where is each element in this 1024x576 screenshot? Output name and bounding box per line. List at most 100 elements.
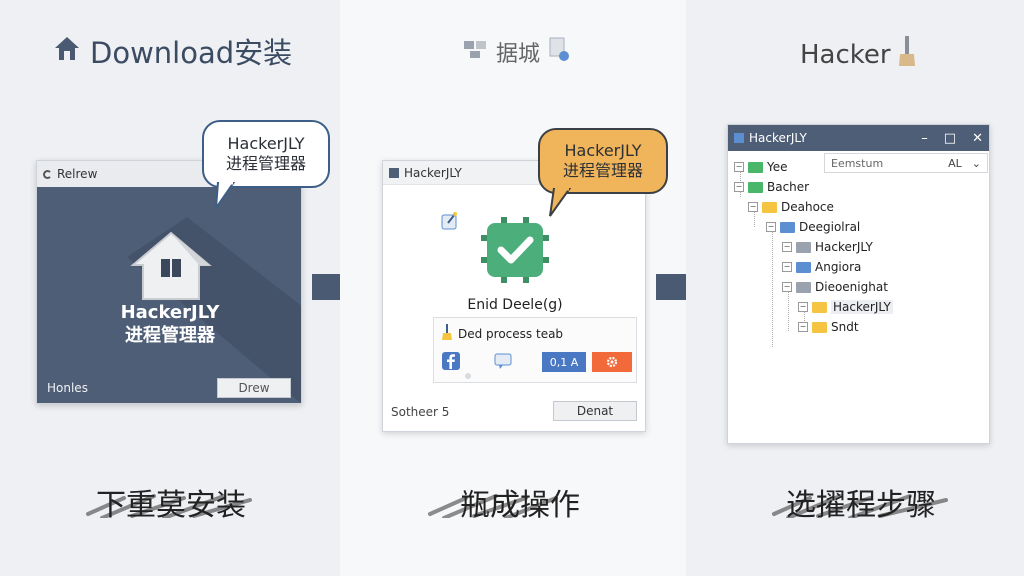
tree-item-label: Dieoenighat (815, 280, 888, 294)
folder-icon (762, 201, 777, 213)
tree-item-selected[interactable]: − HackerJLY (798, 298, 893, 316)
expand-icon[interactable]: − (782, 262, 792, 272)
tree-item-label: HackerJLY (831, 300, 893, 314)
expand-icon[interactable]: − (798, 322, 808, 332)
folder-icon (796, 241, 811, 253)
bubble1-tail (214, 182, 236, 212)
home-icon (52, 33, 82, 70)
process-panel-title: Ded process teab (442, 324, 563, 343)
window-app-icon (734, 133, 744, 143)
gear-icon (606, 353, 618, 372)
speech-bubble-1: HackerJLY 进程管理器 (202, 120, 330, 188)
expand-icon[interactable]: − (798, 302, 808, 312)
panel1-heading-text: Download安装 (90, 36, 293, 70)
network-icon (462, 38, 488, 66)
expand-icon[interactable]: − (748, 202, 758, 212)
tree-window-title: HackerJLY (749, 131, 807, 145)
tree-search-placeholder: Eemstum (831, 156, 884, 170)
process-button[interactable]: Denat (553, 401, 637, 421)
scribble-mark (86, 494, 252, 518)
close-icon[interactable]: ✕ (972, 130, 983, 146)
tree-guide (772, 227, 773, 347)
process-status: Sotheer 5 (391, 405, 450, 419)
chevron-down-icon[interactable]: ⌄ (971, 156, 981, 170)
tree-item[interactable]: − Sndt (798, 318, 859, 336)
tree-guide (754, 207, 755, 227)
window-app-icon (389, 167, 399, 178)
installer-button[interactable]: Drew (217, 378, 291, 398)
installer-footer: Honles Drew (37, 373, 301, 403)
check-shield-icon (481, 217, 549, 287)
expand-icon[interactable]: − (782, 242, 792, 252)
tree-item[interactable]: − Deegiolral (766, 218, 860, 236)
tree-titlebar: HackerJLY – □ ✕ (728, 125, 989, 151)
panel3-heading-text: Hacker (800, 39, 891, 70)
tree-item[interactable]: − Bacher (734, 178, 809, 196)
bubble1-line2: 进程管理器 (225, 154, 306, 173)
folder-icon (780, 221, 795, 233)
tree-guide (804, 307, 805, 329)
version-button[interactable]: 0,1 A (542, 352, 586, 372)
folder-icon (748, 181, 763, 193)
tree-item-label: HackerJLY (815, 240, 873, 254)
scribble-mark (772, 494, 948, 518)
folder-icon (812, 321, 827, 333)
panel-download-install: Download安装 Relrew HackerJLY 进程管理器 Honles… (0, 0, 340, 576)
bubble2-line2: 进程管理器 (562, 161, 643, 180)
panel2-bottom-label: 瓶成操作 (460, 488, 580, 523)
bubble1-line1: HackerJLY (227, 134, 305, 153)
expand-icon[interactable]: − (734, 162, 744, 172)
window-app-icon (43, 169, 52, 179)
tree-guide (788, 287, 789, 331)
toolbar-right: AL ⌄ (948, 157, 981, 170)
house-logo-icon (127, 227, 215, 307)
panel2-heading: 据城 (462, 36, 570, 68)
tree-item-label: Deahoce (781, 200, 834, 214)
tree-item-label: Yee (767, 160, 788, 174)
tree-item-label: Bacher (767, 180, 810, 194)
tree-item[interactable]: − Deahoce (748, 198, 834, 216)
tree-item[interactable]: − Yee (734, 158, 788, 176)
tree-item-label: Sndt (831, 320, 859, 334)
expand-icon[interactable]: − (734, 182, 744, 192)
tree-item[interactable]: − HackerJLY (782, 238, 873, 256)
folder-icon (748, 161, 763, 173)
tree-item-label: Deegiolral (799, 220, 861, 234)
scribble-mark (428, 494, 558, 518)
minimize-icon[interactable]: – (921, 130, 928, 146)
speech-bubble-2: HackerJLY 进程管理器 (538, 128, 668, 194)
process-manager-window: HackerJLY Enid Deele(g) Ded process teab (382, 160, 646, 432)
broom-icon (898, 36, 915, 73)
footer-label: Honles (47, 381, 88, 395)
broom-icon (442, 324, 452, 343)
app-title-line2: 进程管理器 (125, 325, 215, 346)
facebook-icon[interactable] (442, 352, 460, 374)
expand-icon[interactable]: − (766, 222, 776, 232)
panel1-heading: Download安装 (52, 30, 292, 72)
pin-icon (441, 211, 459, 235)
chat-icon[interactable] (494, 352, 512, 374)
process-window-title: HackerJLY (404, 165, 462, 180)
toolbar-right-label: AL (948, 156, 962, 170)
installer-app-title: HackerJLY 进程管理器 (37, 301, 301, 347)
folder-icon (812, 301, 827, 313)
panel-operation: 据城 HackerJLY Enid Deele(g) (340, 0, 686, 576)
settings-button[interactable] (592, 352, 632, 372)
folder-icon (796, 261, 811, 273)
process-app-name: Enid Deele(g) (467, 297, 563, 313)
bubble2-line1: HackerJLY (564, 141, 642, 160)
process-panel: Ded process teab 0,1 A (433, 317, 637, 383)
app-title-line1: HackerJLY (120, 302, 220, 323)
folder-icon (796, 281, 811, 293)
status-dot (465, 373, 471, 379)
panel3-heading: Hacker (800, 36, 915, 73)
process-panel-title-text: Ded process teab (458, 326, 564, 341)
tree-item[interactable]: − Angiora (782, 258, 861, 276)
tree-item[interactable]: − Dieoenighat (782, 278, 888, 296)
tree-search-bar[interactable]: Eemstum AL ⌄ (824, 153, 988, 173)
maximize-icon[interactable]: □ (943, 130, 957, 146)
document-icon (548, 36, 570, 68)
installer-title: Relrew (57, 167, 98, 181)
panel2-heading-text: 据城 (496, 42, 541, 67)
expand-icon[interactable]: − (782, 282, 792, 292)
